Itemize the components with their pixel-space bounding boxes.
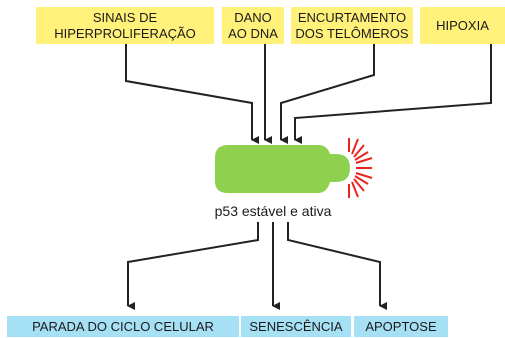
p53-label: p53 estável e ativa (214, 203, 332, 219)
p53-protein-shape (215, 145, 350, 193)
arrow-apoptosis (287, 222, 387, 310)
arrow-cell-cycle-arrest (127, 222, 259, 310)
activation-burst-icon (348, 138, 373, 198)
arrow-hypoxia (294, 44, 492, 144)
input-dna-damage: DANO AO DNA (222, 7, 284, 44)
output-senescence: SENESCÊNCIA (241, 316, 351, 337)
output-arrows (127, 222, 387, 310)
input-arrows (125, 44, 492, 144)
output-apoptosis: APOPTOSE (354, 316, 448, 337)
arrow-hyperproliferation (125, 44, 259, 144)
input-telomere-shortening: ENCURTAMENTO DOS TELÔMEROS (291, 7, 413, 44)
input-hypoxia: HIPOXIA (420, 7, 505, 44)
arrow-telomere (280, 44, 375, 144)
input-hyperproliferation: SINAIS DE HIPERPROLIFERAÇÃO (36, 7, 214, 44)
output-cell-cycle-arrest: PARADA DO CICLO CELULAR (7, 316, 239, 337)
